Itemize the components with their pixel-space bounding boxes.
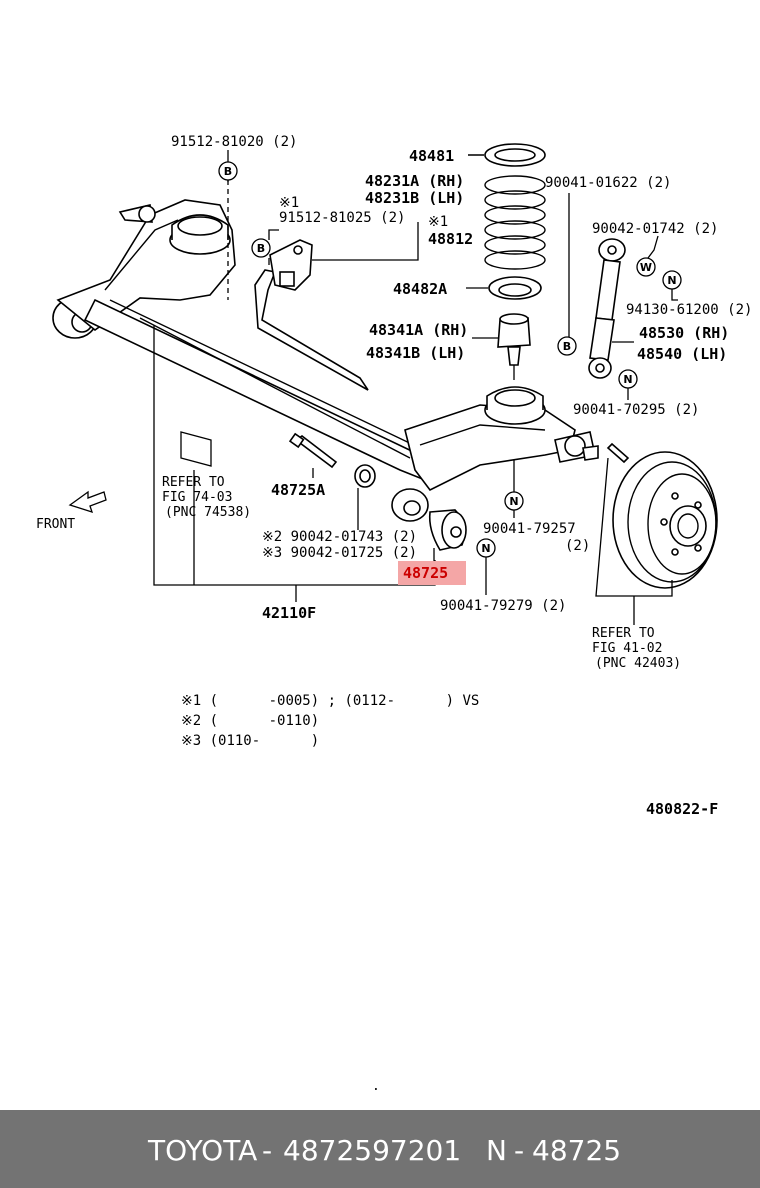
svg-text:N: N	[481, 542, 490, 555]
part-label-48812[interactable]: 48812	[428, 230, 473, 248]
part-label-48725a[interactable]: 48725A	[271, 481, 325, 499]
part-label-91512-81020[interactable]: 91512-81020 (2)	[171, 134, 297, 150]
circle-b-icon: B	[218, 161, 238, 181]
part-label-48540[interactable]: 48540 (LH)	[637, 345, 727, 363]
svg-text:B: B	[224, 165, 232, 178]
footnote: ※2 ( -0110)	[181, 713, 319, 729]
coil-spring-drawing	[484, 143, 546, 380]
refer-note[interactable]: FIG 74-03	[162, 490, 232, 505]
part-label-91512-81025[interactable]: 91512-81025 (2)	[279, 210, 405, 226]
part-label-90042-01742[interactable]: 90042-01742 (2)	[592, 221, 718, 237]
svg-text:B: B	[257, 242, 265, 255]
leader-lines	[153, 150, 678, 625]
svg-text:N: N	[667, 274, 676, 287]
part-label-90041-79279[interactable]: 90041-79279 (2)	[440, 598, 566, 614]
part-label-42110f[interactable]: 42110F	[262, 604, 316, 622]
part-label-90041-01622[interactable]: 90041-01622 (2)	[545, 175, 671, 191]
part-label-48482a[interactable]: 48482A	[393, 280, 447, 298]
bushing-48725-drawing	[428, 509, 467, 551]
circle-w-icon: W	[636, 257, 656, 277]
figure-reference-code: 480822-F	[646, 800, 718, 818]
part-label-48231b[interactable]: 48231B (LH)	[365, 189, 464, 207]
circle-n-icon: N	[618, 369, 638, 389]
condition-mark: ※1	[279, 195, 299, 211]
part-label-48481[interactable]: 48481	[409, 147, 454, 165]
part-number[interactable]: 4872597201	[283, 1134, 462, 1167]
reference-plate-icon	[180, 431, 212, 467]
circle-n-icon: N	[504, 491, 524, 511]
part-label-90042-01743[interactable]: ※2 90042-01743 (2)	[262, 529, 417, 545]
front-label: FRONT	[36, 517, 75, 532]
refer-note: REFER TO	[162, 475, 225, 490]
part-info-footer: TOYOTA - 4872597201 N - 48725	[0, 1110, 760, 1188]
front-arrow-icon	[68, 490, 107, 514]
refer-note: (PNC 42403)	[595, 656, 681, 671]
part-label-48341a[interactable]: 48341A (RH)	[369, 321, 468, 339]
svg-text:W: W	[640, 261, 652, 274]
pnc-prefix: N	[486, 1134, 507, 1167]
stray-dot: .	[372, 1079, 380, 1094]
part-label-90041-70295[interactable]: 90041-70295 (2)	[573, 402, 699, 418]
separator: -	[262, 1134, 273, 1167]
refer-note: (PNC 74538)	[165, 505, 251, 520]
refer-note: REFER TO	[592, 626, 655, 641]
part-quantity: (2)	[565, 538, 590, 554]
footnote: ※3 (0110- )	[181, 733, 319, 749]
rear-axle-beam-drawing	[52, 180, 599, 522]
refer-note[interactable]: FIG 41-02	[592, 641, 662, 656]
brand-name: TOYOTA	[148, 1134, 258, 1167]
shock-absorber-drawing	[588, 238, 626, 379]
svg-text:N: N	[623, 373, 632, 386]
circle-n-icon: N	[662, 270, 682, 290]
part-label-90042-01725[interactable]: ※3 90042-01725 (2)	[262, 545, 417, 561]
separator: -	[514, 1134, 525, 1167]
condition-mark: ※1	[428, 214, 448, 230]
part-label-48725-highlighted[interactable]: 48725	[403, 564, 448, 582]
circle-b-icon: B	[251, 238, 271, 258]
part-label-48341b[interactable]: 48341B (LH)	[366, 344, 465, 362]
circle-b-icon: B	[557, 336, 577, 356]
part-label-48530[interactable]: 48530 (RH)	[639, 324, 729, 342]
bolt-48725a-drawing	[288, 432, 376, 488]
pnc-number[interactable]: 48725	[532, 1134, 622, 1167]
svg-text:N: N	[509, 495, 518, 508]
part-label-94130-61200[interactable]: 94130-61200 (2)	[626, 302, 752, 318]
svg-text:B: B	[563, 340, 571, 353]
brake-drum-drawing	[606, 442, 718, 589]
highlight-box	[398, 561, 466, 585]
parts-diagram: B B B W N N N N 91512-81020 (2) 48481 48…	[36, 134, 752, 1094]
footnote: ※1 ( -0005) ; (0112- ) VS	[181, 693, 479, 709]
part-label-48231a[interactable]: 48231A (RH)	[365, 172, 464, 190]
circle-n-icon: N	[476, 538, 496, 558]
part-label-90041-79257[interactable]: 90041-79257	[483, 521, 576, 537]
